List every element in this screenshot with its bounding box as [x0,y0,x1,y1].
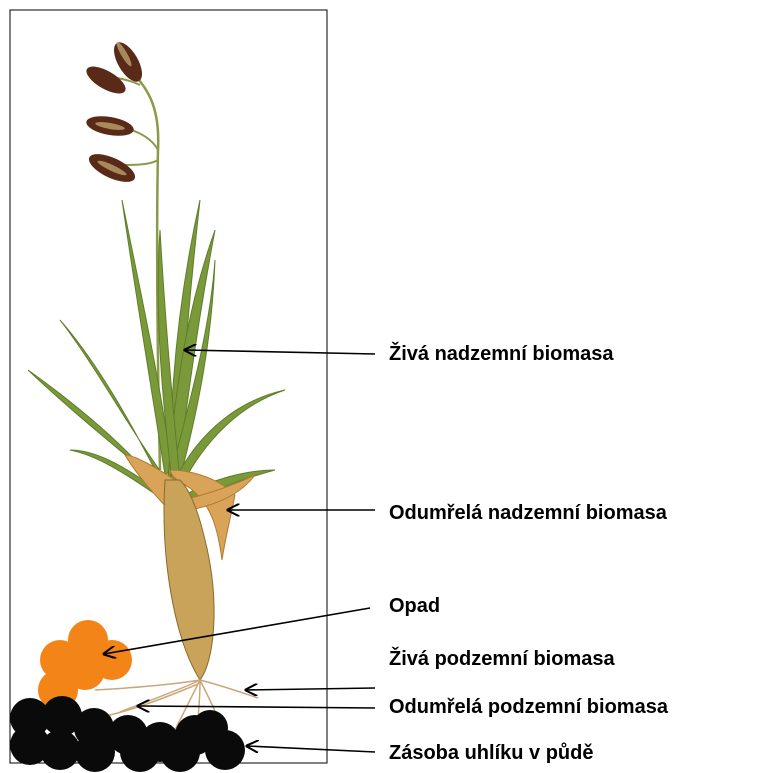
label-live-aboveground-biomass: Živá nadzemní biomasa [389,342,614,366]
label-dead-aboveground-biomass: Odumřelá nadzemní biomasa [389,501,667,525]
label-litter: Opad [389,594,440,618]
label-live-belowground-biomass: Živá podzemní biomasa [389,647,615,671]
label-soil-carbon-stock: Zásoba uhlíku v půdě [389,741,593,765]
label-dead-belowground-biomass: Odumřelá podzemní biomasa [389,695,668,719]
